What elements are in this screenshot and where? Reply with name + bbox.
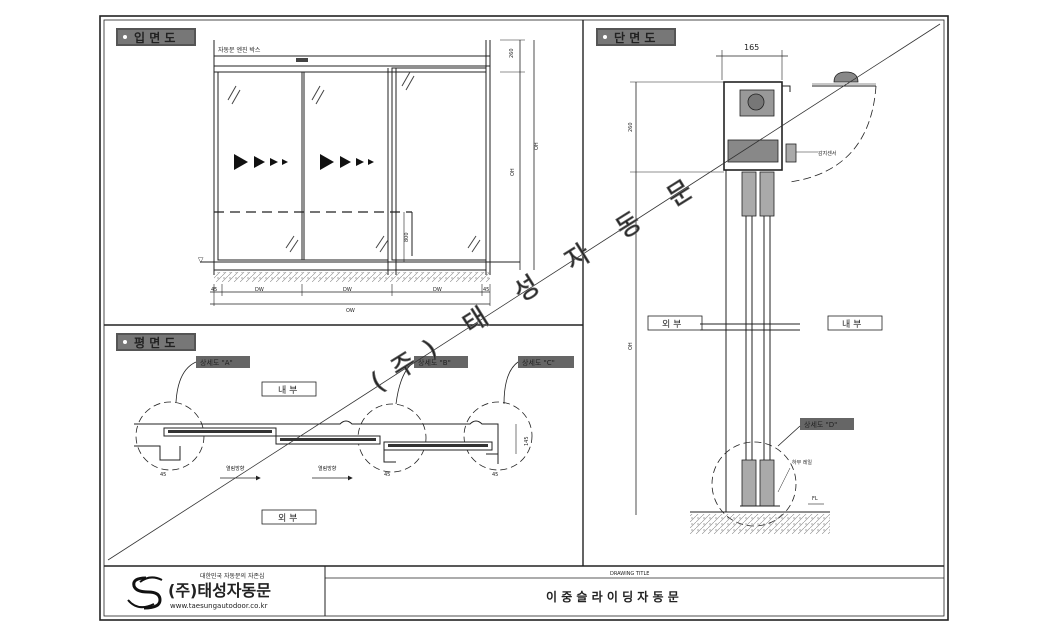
- open-direction-left: 열림방향: [226, 465, 245, 472]
- fl-label: FL: [812, 496, 818, 502]
- bullet-icon: [603, 35, 607, 39]
- plan-outside-label: 외 부: [278, 512, 297, 524]
- section-dim-width: 165: [744, 43, 759, 52]
- section-title: 단 면 도: [614, 30, 655, 45]
- outer-frame: [99, 15, 949, 621]
- fl-mark: ▽: [198, 256, 204, 264]
- dim-45-b: 45: [384, 472, 390, 478]
- direction-arrows-left: [234, 154, 288, 170]
- dim-45-right: 45: [483, 287, 489, 293]
- dim-dw-2: DW: [343, 287, 352, 293]
- elevation-title: 입 면 도: [134, 30, 175, 45]
- dim-800: 800: [404, 232, 410, 242]
- elevation-drawing: 자동문 엔진 박스: [198, 39, 540, 314]
- dim-oh-inner: OH: [510, 168, 516, 176]
- section-dim-260: 260: [628, 122, 634, 132]
- direction-arrows-right: [320, 154, 374, 170]
- door-leaf-2: [301, 71, 389, 261]
- section-inside-label: 내 부: [842, 319, 861, 330]
- engine-box: [213, 55, 491, 67]
- plan-inside-label: 내 부: [278, 385, 297, 396]
- dim-dw-3: DW: [433, 287, 442, 293]
- floor-rail-label: 하부 레일: [792, 459, 812, 466]
- detail-a-label: 상세도 "A": [196, 356, 250, 368]
- svg-text:상세도 "A": 상세도 "A": [200, 358, 233, 367]
- drawing-title-label: DRAWING TITLE: [610, 571, 649, 577]
- dim-45-left: 45: [211, 287, 217, 293]
- elevation-floor-hatch: [214, 272, 490, 282]
- svg-text:상세도 "D": 상세도 "D": [804, 420, 837, 429]
- inner-frame: [103, 19, 945, 617]
- plan-title-badge: 평 면 도: [116, 333, 196, 351]
- bullet-icon: [123, 340, 127, 344]
- section-dim-oh: OH: [628, 342, 634, 350]
- svg-text:상세도 "C": 상세도 "C": [522, 358, 555, 367]
- section-drawing: 165 감지센서 260 OH 외 부: [628, 43, 883, 534]
- detail-b-label: 상세도 "B": [414, 356, 468, 368]
- section-outside-label: 외 부: [662, 318, 681, 330]
- elevation-title-badge: 입 면 도: [116, 28, 196, 46]
- company-website: www.taesungautodoor.co.kr: [170, 602, 268, 610]
- company-name: (주)태성자동문: [168, 581, 271, 600]
- dim-45-c: 45: [492, 472, 498, 478]
- company-tagline: 대한민국 자동문의 자존심: [200, 572, 265, 580]
- open-direction-right: 열림방향: [318, 465, 337, 472]
- door-leaf-3: [391, 67, 487, 261]
- engine-box-note: 자동문 엔진 박스: [218, 46, 261, 54]
- sensor-label: 감지센서: [818, 150, 836, 157]
- dim-oh: OH: [534, 142, 540, 150]
- detail-d-label: 상세도 "D": [800, 418, 854, 430]
- bullet-icon: [123, 35, 127, 39]
- dim-45-a: 45: [160, 472, 166, 478]
- section-title-badge: 단 면 도: [596, 28, 676, 46]
- sensor-mark: [296, 58, 308, 62]
- plan-drawing: 상세도 "A" 상세도 "B" 상세도 "C" 내 부 외 부: [134, 356, 574, 525]
- svg-text:상세도 "B": 상세도 "B": [418, 358, 451, 367]
- door-leaf-1: [217, 71, 303, 261]
- dim-ow: OW: [346, 308, 355, 314]
- company-logo: [127, 576, 163, 610]
- section-floor-hatch: [690, 514, 830, 534]
- plan-title: 평 면 도: [134, 335, 175, 350]
- dim-145: 145: [524, 436, 530, 446]
- drawing-title: 이 중 슬 라 이 딩 자 동 문: [546, 589, 679, 604]
- dim-260: 260: [509, 48, 515, 58]
- detail-c-label: 상세도 "C": [518, 356, 574, 368]
- title-block: 대한민국 자동문의 자존심 (주)태성자동문 www.taesungautodo…: [127, 571, 679, 610]
- dim-dw-1: DW: [255, 287, 264, 293]
